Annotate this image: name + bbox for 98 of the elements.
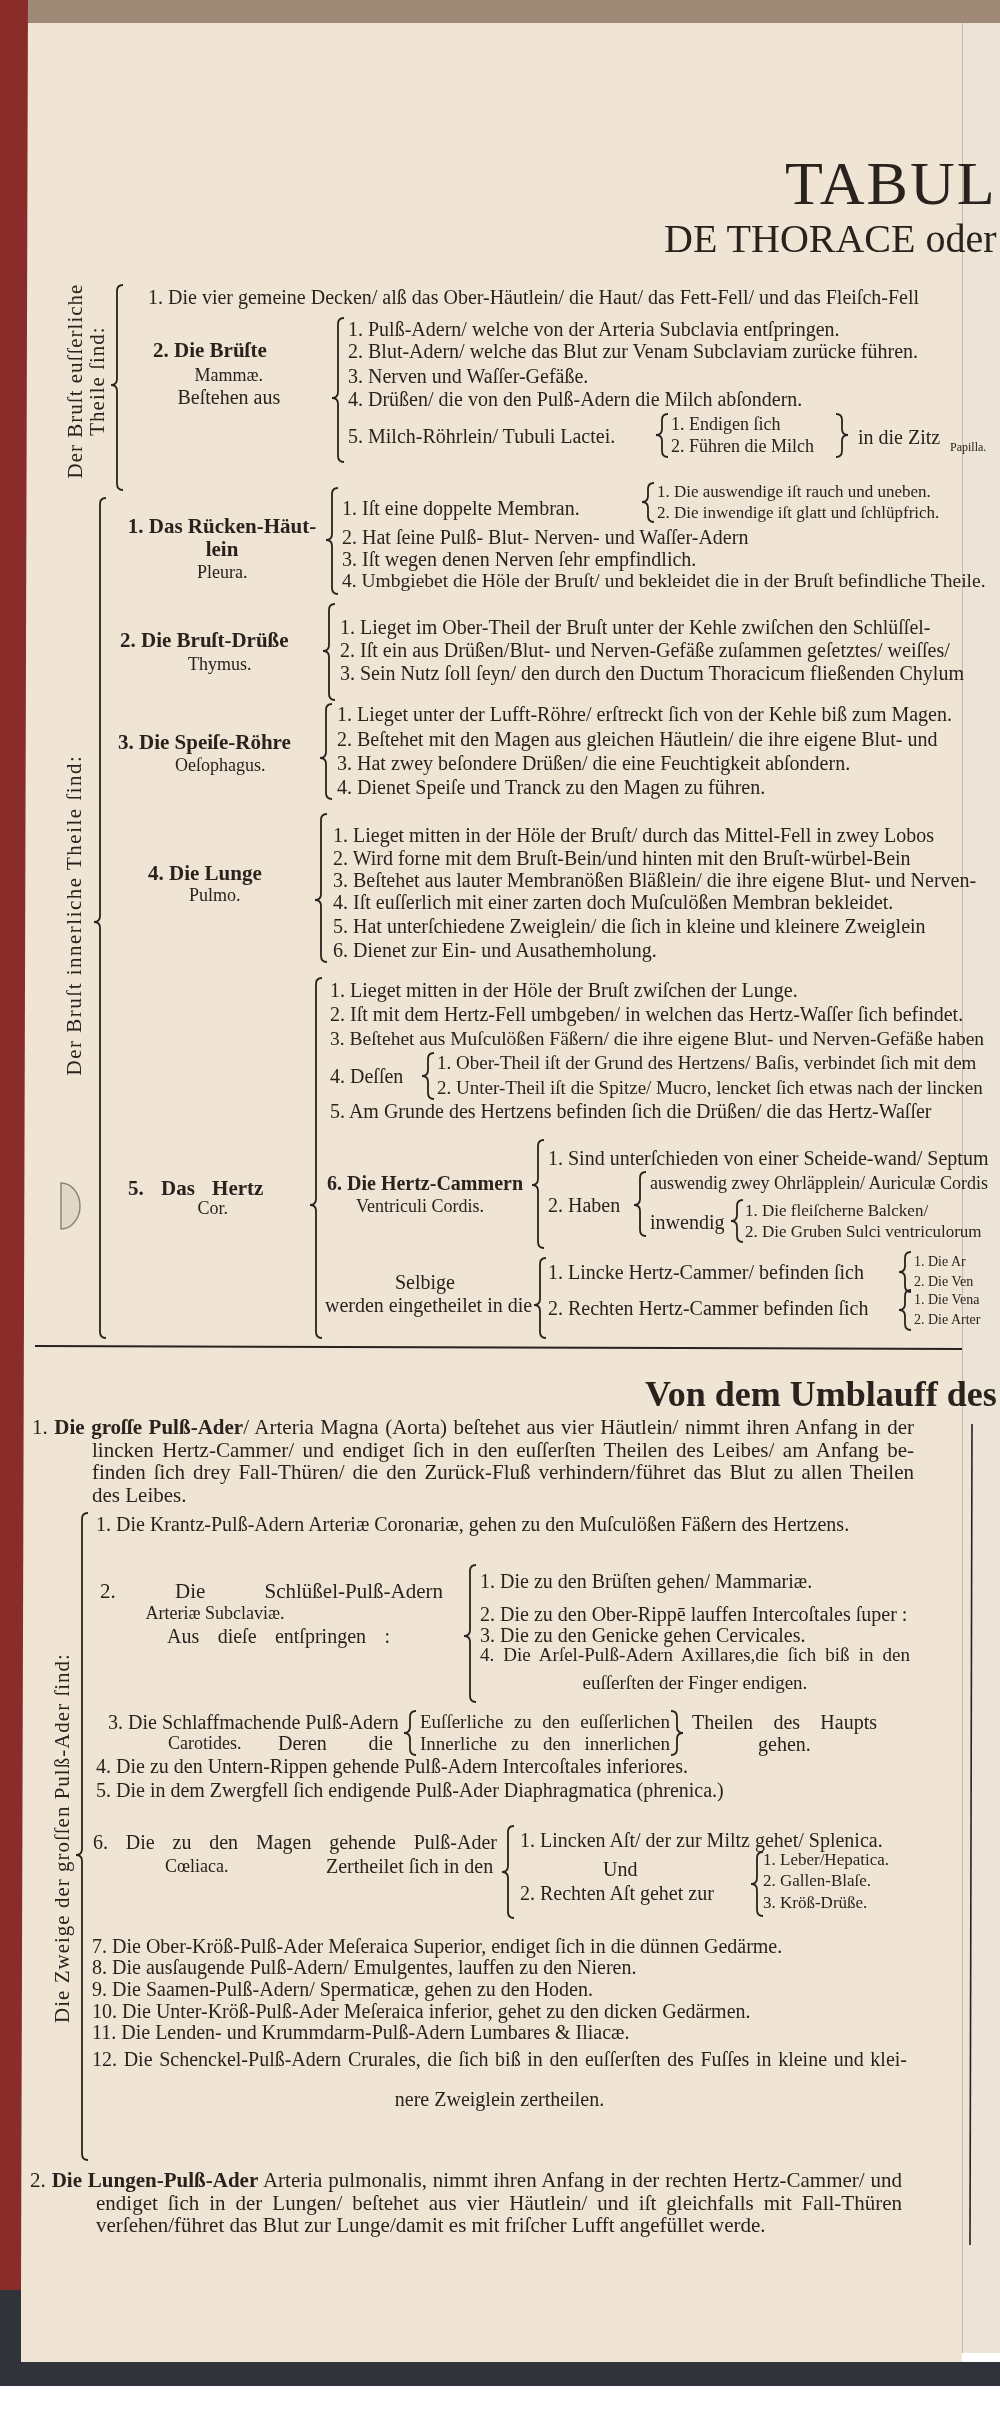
list-item: 2. Unter-Theil iſt die Spitze/ Mucro, lencket ſich etwas nach der lincken — [437, 1077, 983, 1099]
list-item: 3. Sein Nutz ſoll ſeyn/ den durch den Ductum Thoracicum fließenden Chylum — [340, 662, 964, 684]
latin-term: Pleura. — [197, 561, 248, 583]
list-item: 2. Beſtehet mit den Magen aus gleichen Häutlein/ die ihre eigene Blut- und — [337, 728, 938, 750]
list-item: 1. Die Ar — [914, 1253, 966, 1271]
latin-term: Carotides. — [168, 1732, 242, 1754]
list-item: 4. Die zu den Untern-Rippen gehende Pulß-Adern Intercoſtales inferiores. — [96, 1755, 689, 1777]
list-item: 2. Die Gruben Sulci ventriculorum — [745, 1221, 982, 1243]
list-item: 2. Die Arter — [914, 1311, 981, 1329]
list-item: 1. Endigen ſich — [671, 413, 781, 435]
list-item: 5. Am Grunde des Hertzens befinden ſich die Drüßen/ die das Hertz-Waſſer — [330, 1100, 932, 1122]
list-item: 3. Hat zwey beſondere Drüßen/ die eine Feuchtigkeit abſondern. — [337, 752, 851, 774]
list-item: 3. Die Schlaffmachende Pulß-Adern — [108, 1711, 399, 1733]
list-item: 2. Führen die Milch — [671, 435, 814, 457]
list-item: 2. Haben — [548, 1194, 621, 1216]
list-item: 3. Beſtehet aus Muſculößen Fäßern/ die ihre eigene Blut- und Nerven-Gefäße haben — [330, 1028, 985, 1050]
heading: 5. Das Hertz — [128, 1177, 264, 1199]
list-item: 3. Nerven und Waſſer-Gefäße. — [348, 365, 589, 387]
list-item: 1. Lieget unter der Lufft-Röhre/ erſtreckt ſich von der Kehle biß zum Magen. — [337, 703, 952, 725]
list-item: 5. Milch-Röhrlein/ Tubuli Lactei. — [348, 425, 616, 447]
list-item: 1. Sind unterſchieden von einer Scheide-wand/ Septum — [548, 1147, 989, 1169]
list-item: 2. Rechten Aſt gehet zur — [520, 1882, 714, 1904]
phrase: Beſtehen aus — [177, 386, 281, 408]
phrase: Aus dieſe entſpringen : — [167, 1625, 390, 1647]
list-item: 2. Hat ſeine Pulß- Blut- Nerven- und Waſſer-Adern — [342, 526, 749, 548]
heading: 6. Die Hertz-Cammern — [327, 1172, 524, 1194]
heading: 1. Das Rücken-Häut- lein — [126, 515, 318, 561]
list-item: 2. Wird forne mit dem Bruſt-Bein/und hinten mit den Bruſt-würbel-Bein — [333, 847, 911, 869]
list-item: auswendig zwey Ohrläpplein/ Auriculæ Cordis — [650, 1172, 988, 1194]
list-item: 1. Pulß-Adern/ welche von der Arteria Subclavia entſpringen. — [348, 318, 840, 340]
paragraph: 1. Die groſſe Pulß-Ader/ Arteria Magna (Aorta) beſtehet aus vier Häutlein/ nimmt ihren Anfang in der lincken Hertz-Cammer/ und endiget ſich in den euſſerſten Theilen des Leibes/ am Anfang be- finden ſich drey Fall-Thüren/ die den Zurück-Fluß verhindern/führet das Blut zu allen Theilen des Leibes. — [32, 1416, 914, 1506]
vertical-heading: Der Bruſt euſſerliche Theile ſind: — [64, 282, 108, 481]
vertical-heading: Der Bruſt innerliche Theile ſind: — [63, 754, 85, 1076]
list-item: 4. Dienet Speiſe und Tranck zu den Magen zu führen. — [337, 776, 766, 798]
list-item: Papilla. — [950, 439, 987, 456]
heading: 3. Die Speiſe-Röhre — [118, 731, 291, 753]
list-item: 4. Iſt euſſerlich mit einer zarten doch Muſculößen Membran bekleidet. — [333, 891, 894, 913]
list-item: 2. Rechten Hertz-Cammer befinden ſich — [548, 1297, 869, 1319]
list-item: 5. Die in dem Zwergfell ſich endigende Pulß-Ader Diaphragmatica (phrenica.) — [96, 1779, 724, 1801]
list-item: 1. Lieget im Ober-Theil der Bruſt unter der Kehle zwiſchen den Schlüſſel- — [340, 616, 931, 638]
latin-term: Thymus. — [188, 653, 252, 675]
phrase: Innerliche zu den innerlichen — [420, 1733, 670, 1755]
phrase: in die Zitz — [858, 426, 941, 448]
list-item: 3. Kröß-Drüße. — [763, 1892, 868, 1914]
list-item: 1. Die vier gemeine Decken/ alß das Ober-Häutlein/ die Haut/ das Fett-Fell/ und das Fleiſch-Fell — [148, 286, 920, 308]
list-item: 10. Die Unter-Kröß-Pulß-Ader Meſeraica inferior, gehet zu den dicken Gedärmen. — [92, 2000, 751, 2022]
latin-term: Cor. — [197, 1197, 228, 1219]
phrase: Theilen des Haupts gehen. — [692, 1711, 877, 1755]
list-item: 1. Lieget mitten in der Höle der Bruſt zwiſchen der Lunge. — [330, 979, 798, 1001]
latin-term: Ventriculi Cordis. — [356, 1195, 484, 1217]
list-item: 4. Deſſen — [330, 1065, 404, 1087]
phrase: Und — [603, 1858, 638, 1880]
list-item: 3. Beſtehet aus lauter Membranößen Bläßlein/ die ihre eigene Blut- und Nerven- — [333, 869, 977, 891]
list-item: 1. Lincken Aſt/ der zur Miltz gehet/ Splenica. — [520, 1829, 883, 1851]
list-item: 2. Blut-Adern/ welche das Blut zur Venam Subclaviam zurücke führen. — [348, 340, 919, 362]
list-item: 3. Iſt wegen denen Nerven ſehr empfindlich. — [342, 548, 697, 570]
list-item: 12. Die Schenckel-Pulß-Adern Crurales, die ſich biß in den euſſerſten des Fuſſes in kleine und klei- nere Zweiglein zertheilen. — [92, 2047, 907, 2113]
latin-term: Oeſophagus. — [175, 754, 266, 776]
list-item: 6. Die zu den Magen gehende Pulß-Ader — [93, 1831, 497, 1853]
list-item: 1. Ober-Theil iſt der Grund des Hertzens/ Baſis, verbindet ſich mit dem — [437, 1052, 977, 1074]
list-item: 2. Die Schlüßel-Pulß-Adern — [100, 1580, 443, 1602]
list-item: 1. Die auswendige iſt rauch und uneben. — [657, 481, 931, 503]
list-item: 4. Drüßen/ die von den Pulß-Adern die Milch abſondern. — [348, 388, 803, 410]
phrase: Deren die — [278, 1732, 393, 1754]
phrase: Zertheilet ſich in den — [326, 1855, 494, 1877]
latin-term: Pulmo. — [189, 885, 241, 906]
phrase: werden eingetheilet in die — [325, 1294, 533, 1316]
latin-term: Cœliaca. — [165, 1855, 229, 1877]
list-item: 1. Die zu den Brüſten gehen/ Mammariæ. — [480, 1570, 813, 1592]
phrase: Euſſerliche zu den euſſerlichen — [420, 1711, 670, 1733]
heading: 2. Die Bruſt-Drüße — [120, 629, 289, 651]
paragraph: 2. Die Lungen-Pulß-Ader Arteria pulmonalis, nimmt ihren Anfang in der rechten Hertz-Cammer/ und endiget ſich in der Lungen/ beſtehet aus vier Häutlein/ und iſt gleichfalls mit Fall-Thüren verſehen/führet das Blut zur Lunge/damit es mit friſcher Lufft angefüllet werde. — [30, 2169, 902, 2237]
list-item: 4. Umbgiebet die Höle der Bruſt/ und bekleidet die in der Bruſt befindliche Theile. — [342, 570, 986, 592]
list-item: 7. Die Ober-Kröß-Pulß-Ader Meſeraica Superior, endiget ſich in die dünnen Gedärme. — [92, 1935, 783, 1957]
list-item: 2. Iſt mit dem Hertz-Fell umbgeben/ in welchen das Hertz-Waſſer ſich befindet. — [330, 1003, 964, 1025]
list-item: 1. Die fleiſcherne Balcken/ — [745, 1200, 929, 1222]
list-item: 9. Die Saamen-Pulß-Adern/ Spermaticæ, gehen zu den Hoden. — [92, 1978, 593, 2000]
list-item: 1. Lieget mitten in der Höle der Bruſt/ durch das Mittel-Fell in zwey Lobos — [333, 824, 934, 846]
list-item: 6. Dienet zur Ein- und Ausathemholung. — [333, 939, 657, 961]
list-item: 1. Die Krantz-Pulß-Adern Arteriæ Coronariæ, gehen zu den Muſculößen Fäßern des Hertzens. — [96, 1513, 850, 1535]
title: TABUL DE THORACE oder — [664, 150, 997, 262]
phrase: Selbige — [395, 1271, 455, 1293]
list-item: 1. Die Vena — [914, 1291, 980, 1309]
heading: 2. Die Brüſte — [153, 339, 267, 361]
list-item: 2. Die inwendige iſt glatt und ſchlüpfrich. — [657, 502, 940, 524]
list-item: 1. Iſt eine doppelte Membran. — [342, 497, 580, 519]
phrase: inwendig — [650, 1211, 725, 1233]
list-item: 2. Die zu den Ober-Rippē lauffen Intercoſtales ſuper : — [480, 1603, 908, 1625]
section-title: Von dem Umblauff des — [645, 1374, 997, 1414]
list-item: 1. Lincke Hertz-Cammer/ befinden ſich — [548, 1261, 864, 1283]
list-item: 2. Iſt ein aus Drüßen/Blut- und Nerven-Gefäße zuſammen geſetztes/ weiſſes/ — [340, 639, 950, 661]
list-item: 5. Hat unterſchiedene Zweiglein/ die ſich in kleine und kleinere Zweiglein — [333, 915, 926, 937]
list-item: 2. Gallen-Blaſe. — [763, 1870, 872, 1892]
latin-term: Mammæ. — [194, 364, 263, 386]
list-item: 2. Die Ven — [914, 1273, 974, 1291]
latin-term: Arteriæ Subclaviæ. — [145, 1602, 285, 1624]
vertical-heading: Die Zweige der groſſen Pulß-Ader ſind: — [51, 1653, 73, 2023]
heading: 4. Die Lunge — [148, 862, 262, 884]
